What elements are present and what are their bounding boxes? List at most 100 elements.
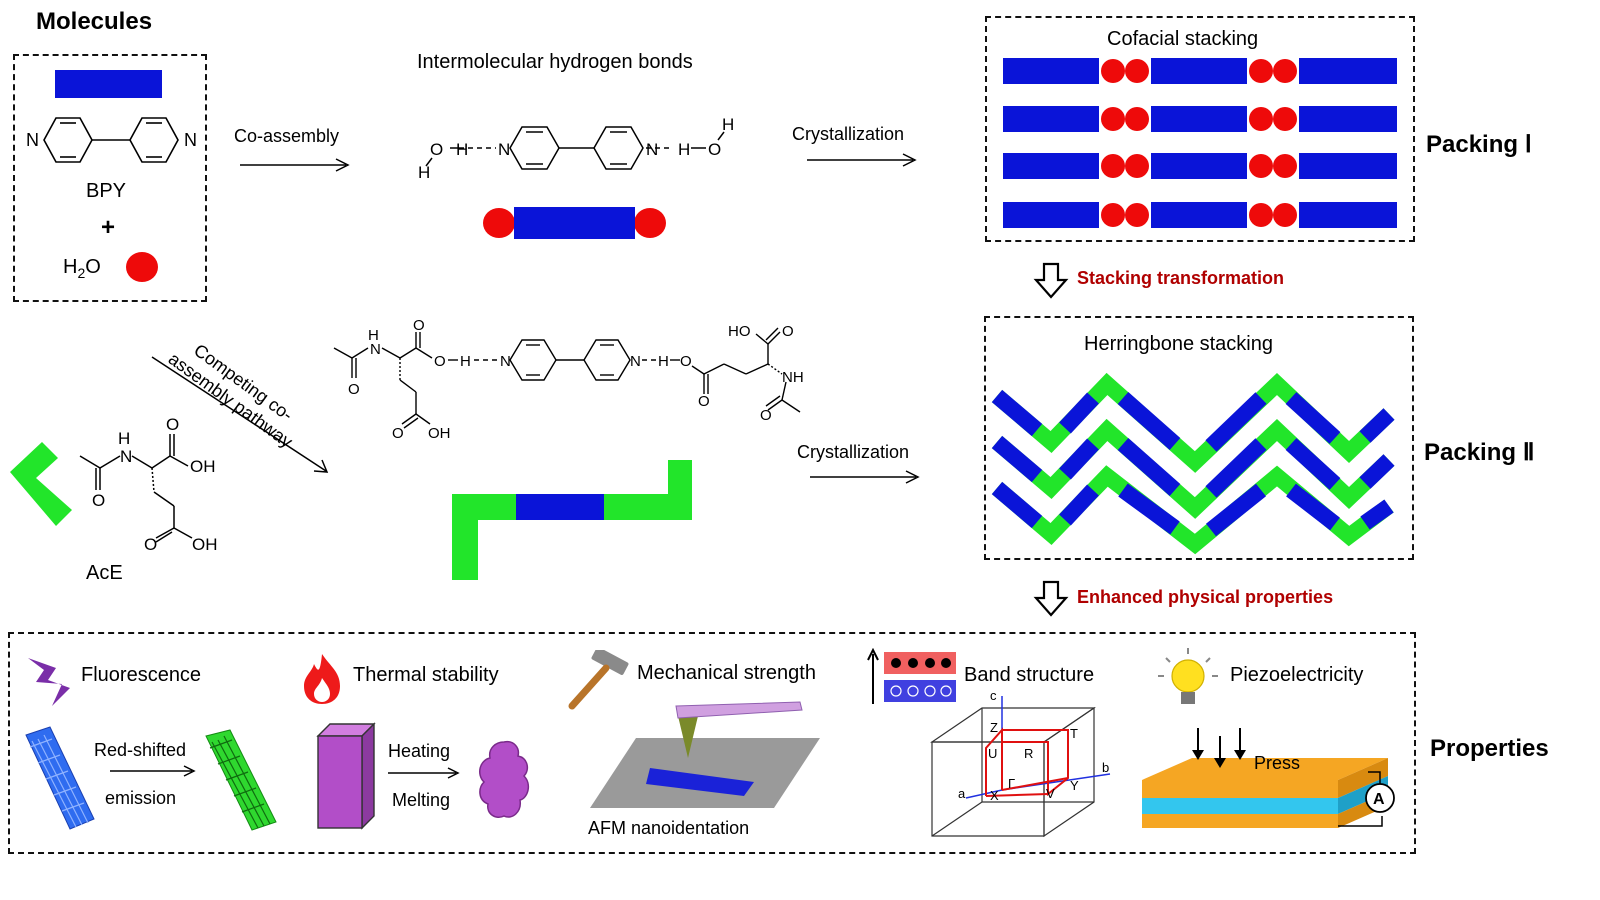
complex-oh: OH	[428, 425, 451, 442]
hbond-title: Intermolecular hydrogen bonds	[417, 51, 693, 73]
bz-x: X	[990, 788, 999, 803]
cofacial-stacking	[1003, 58, 1397, 228]
packing2-label: Packing Ⅱ	[1424, 439, 1535, 466]
crystallization-arrow-1	[807, 153, 917, 167]
complex-o-7: O	[782, 323, 794, 340]
mechanical-title: Mechanical strength	[637, 662, 816, 684]
complex-nh: NH	[782, 369, 804, 386]
complex-block	[514, 207, 635, 239]
hbond-o-right: O	[708, 140, 721, 159]
transformation-arrow	[1033, 262, 1069, 299]
piezo-title: Piezoelectricity	[1230, 664, 1364, 686]
ace-oh-2: OH	[192, 535, 218, 554]
melting-label: Melting	[392, 790, 451, 810]
ace-bpy-complex: H N O O O H N N H O O OH O HO O NH O	[333, 318, 804, 442]
stack-row-3	[1003, 153, 1397, 179]
press-label: Press	[1254, 753, 1301, 773]
packing1-title: Cofacial stacking	[1107, 28, 1259, 50]
stack-row-1	[1003, 58, 1397, 84]
herringbone-row-2	[991, 418, 1395, 519]
brillouin-zone: c Z T U R Γ b a X V Y	[930, 690, 1111, 838]
fire-icon	[304, 654, 340, 704]
afm-label: AFM nanoidentation	[588, 818, 750, 838]
bpy-n-right: N	[184, 130, 197, 150]
herringbone-row-3	[991, 465, 1394, 555]
ace-block	[10, 442, 72, 526]
melted-blob	[479, 740, 530, 818]
enhanced-arrow	[1033, 580, 1069, 617]
complex-o-4: O	[680, 353, 692, 370]
complex-n-3: N	[630, 353, 641, 370]
fluorescence-title: Fluorescence	[81, 664, 202, 686]
properties-box	[8, 632, 1416, 854]
complex-o-6: O	[698, 393, 710, 410]
water-dot	[126, 252, 158, 282]
hbond-h-right: H	[678, 140, 690, 159]
bz-t: T	[1070, 726, 1078, 741]
packing1-box	[985, 16, 1415, 242]
hbond-n-left: N	[498, 140, 510, 159]
piezo-device: A	[1142, 728, 1395, 828]
complex-o-5: O	[392, 425, 404, 442]
properties-label: Properties	[1430, 735, 1549, 762]
blue-crystal	[25, 726, 95, 830]
stack-row-2	[1003, 106, 1397, 132]
ace-h: H	[118, 429, 130, 448]
ace-o-2: O	[166, 415, 179, 434]
ace-o-1: O	[92, 491, 105, 510]
green-crystal	[205, 729, 277, 831]
transformation-label: Stacking transformation	[1077, 268, 1285, 288]
bz-y: Y	[1070, 778, 1079, 793]
complex-o-3: O	[434, 353, 446, 370]
bz-v: V	[1046, 786, 1055, 801]
ace-n: N	[120, 447, 132, 466]
emission-label: emission	[105, 788, 177, 808]
crystallization-arrow-2	[810, 470, 920, 484]
complex-o-1: O	[348, 381, 360, 398]
lightning-icon	[28, 658, 70, 706]
bpy-block	[55, 70, 162, 98]
heating-label: Heating	[388, 741, 451, 761]
complex-dot-left	[483, 208, 515, 238]
bz-a: a	[958, 786, 966, 801]
molecules-title: Molecules	[36, 8, 153, 35]
red-shifted-label: Red-shifted	[94, 740, 187, 760]
bz-c: c	[990, 690, 997, 703]
purple-block	[316, 722, 376, 830]
crystallization-label-2: Crystallization	[797, 442, 910, 462]
hbond-h-left: H	[456, 140, 468, 159]
bz-b: b	[1102, 760, 1109, 775]
bpy-structure: N N	[26, 117, 197, 163]
herringbone-stacking	[991, 372, 1395, 555]
ace-oh-1: OH	[190, 457, 216, 476]
ammeter-label: A	[1373, 791, 1385, 808]
bpy-n-left: N	[26, 130, 39, 150]
bz-gamma: Γ	[1008, 776, 1015, 791]
complex-dot-right	[634, 208, 666, 238]
complex-n-2: N	[500, 353, 511, 370]
complex-h-2: H	[460, 353, 471, 370]
molecules-box	[13, 54, 207, 302]
h2o-label: H2O	[63, 256, 101, 281]
enhanced-label: Enhanced physical properties	[1077, 587, 1334, 607]
heating-arrow	[388, 767, 460, 779]
complex-o-8: O	[760, 407, 772, 424]
bz-u: U	[988, 746, 997, 761]
ace-o-3: O	[144, 535, 157, 554]
hammer-icon	[568, 650, 629, 710]
hbond-o-left: O	[430, 140, 443, 159]
packing2-title: Herringbone stacking	[1084, 333, 1273, 355]
complex-ho: HO	[728, 323, 751, 340]
complex-h-1: H	[368, 327, 379, 344]
crystallization-label-1: Crystallization	[792, 124, 905, 144]
hbond-n-right: N	[646, 140, 658, 159]
coassembly-arrow	[240, 158, 350, 172]
afm-illustration	[590, 701, 820, 808]
hbond-h-left-2: H	[418, 163, 430, 182]
herringbone-row-1	[991, 372, 1395, 473]
plus-sign: +	[101, 214, 116, 241]
ace-structure: H N O O OH O OH	[79, 415, 218, 554]
bpy-label: BPY	[86, 180, 127, 202]
competing-arrow	[151, 356, 329, 473]
complex-h-3: H	[658, 353, 669, 370]
